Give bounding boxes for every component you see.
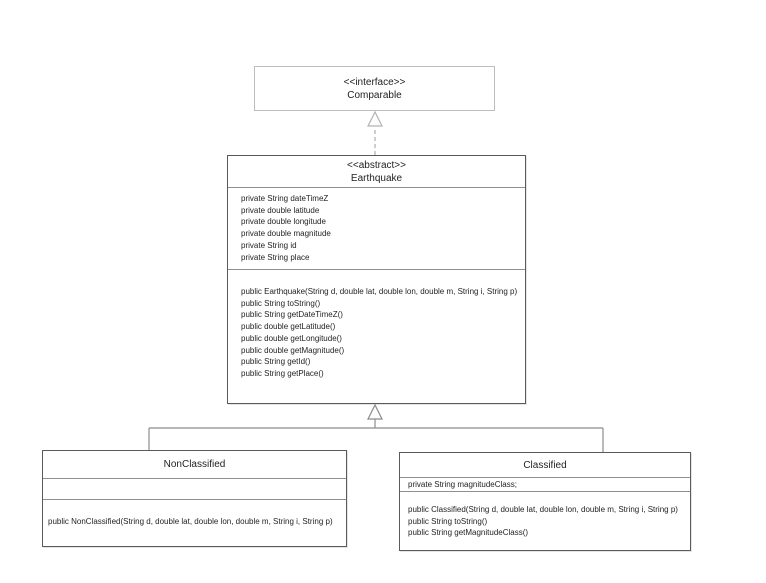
comparable-class-name: Comparable <box>347 89 402 101</box>
generalization-arrow-subclasses-earthquake <box>148 403 604 452</box>
comparable-title-compartment: <<interface>> Comparable <box>255 67 494 110</box>
classified-title-compartment: Classified <box>400 453 690 477</box>
member-line: public NonClassified(String d, double la… <box>48 517 333 526</box>
member-line: public String getId() <box>241 357 311 367</box>
comparable-stereotype: <<interface>> <box>343 76 406 88</box>
member-line: public Classified(String d, double lat, … <box>408 505 678 514</box>
classified-class-name: Classified <box>523 459 567 471</box>
earthquake-methods-compartment: public Earthquake(String d, double lat, … <box>228 269 525 405</box>
member-line: public String toString() <box>408 516 488 526</box>
class-box-earthquake: <<abstract>> Earthquake private String d… <box>227 155 526 404</box>
class-box-comparable: <<interface>> Comparable <box>254 66 495 111</box>
member-line: public double getLatitude() <box>241 322 336 332</box>
nonclassified-methods-compartment: public NonClassified(String d, double la… <box>43 499 346 548</box>
nonclassified-class-name: NonClassified <box>163 459 226 470</box>
class-box-classified: Classified private String magnitudeClass… <box>399 452 691 551</box>
member-line: private double longitude <box>241 217 326 227</box>
earthquake-class-name: Earthquake <box>350 172 403 184</box>
nonclassified-title-compartment: NonClassified <box>43 451 346 478</box>
class-box-nonclassified: NonClassified public NonClassified(Strin… <box>42 450 347 547</box>
member-line: public String getDateTimeZ() <box>241 310 343 320</box>
member-line: public String getPlace() <box>241 368 324 378</box>
member-line: private double magnitude <box>241 229 331 239</box>
classified-methods-compartment: public Classified(String d, double lat, … <box>400 491 690 552</box>
realization-arrow-earthquake-comparable <box>367 110 383 155</box>
earthquake-fields-compartment: private String dateTimeZ private double l… <box>228 187 525 269</box>
member-line: public String getMagnitudeClass() <box>408 528 529 538</box>
earthquake-stereotype: <<abstract>> <box>347 159 406 171</box>
member-line: public double getMagnitude() <box>241 345 345 355</box>
member-line: private String place <box>241 252 310 262</box>
member-line: private String magnitudeClass; <box>408 480 517 489</box>
member-line: public String toString() <box>241 298 321 308</box>
member-line: private String id <box>241 240 297 250</box>
member-line: public Earthquake(String d, double lat, … <box>241 287 518 296</box>
member-line: private String dateTimeZ <box>241 194 329 203</box>
nonclassified-fields-compartment <box>43 478 346 499</box>
member-line: private double latitude <box>241 205 320 215</box>
classified-fields-compartment: private String magnitudeClass; <box>400 477 690 491</box>
member-line: public double getLongitude() <box>241 333 342 343</box>
earthquake-title-compartment: <<abstract>> Earthquake <box>228 156 525 187</box>
